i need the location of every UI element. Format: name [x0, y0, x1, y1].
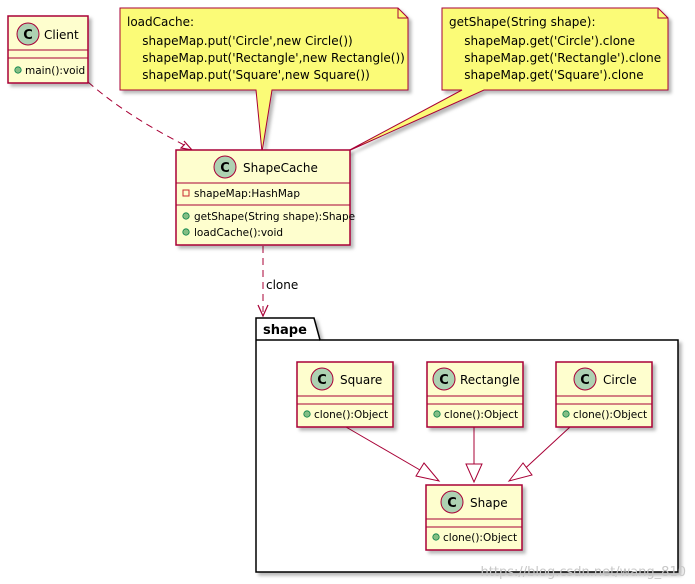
- note-load-cache-line-1: loadCache:: [127, 15, 194, 29]
- note-get-shape: getShape(String shape): shapeMap.get('Ci…: [345, 7, 669, 153]
- svg-text:C: C: [23, 28, 33, 43]
- class-stereotype-icon: C: [440, 490, 464, 514]
- class-client[interactable]: C Client main():void: [7, 15, 89, 84]
- note-load-cache: loadCache: shapeMap.put('Circle',new Cir…: [119, 7, 409, 153]
- method-shape-clone: clone():Object: [443, 532, 517, 544]
- note-get-shape-line-1: getShape(String shape):: [449, 15, 596, 29]
- public-method-icon: [562, 410, 570, 418]
- note-load-cache-line-3: shapeMap.put('Rectangle',new Rectangle()…: [127, 51, 405, 65]
- inheritance-square-to-shape: [345, 426, 441, 482]
- dependency-client-to-shapecache: [87, 81, 193, 151]
- class-stereotype-icon: C: [213, 155, 237, 179]
- note-get-shape-line-4: shapeMap.get('Square').clone: [449, 68, 644, 82]
- public-method-icon: [303, 410, 311, 418]
- dependency-shapecache-to-package: clone: [257, 246, 298, 318]
- method-getshape: getShape(String shape):Shape: [194, 211, 355, 223]
- class-name-shapecache: ShapeCache: [243, 161, 318, 175]
- class-shapecache[interactable]: C ShapeCache shapeMap:HashMap getShape(S…: [175, 149, 355, 246]
- method-client-main: main():void: [25, 65, 85, 77]
- note-get-shape-line-3: shapeMap.get('Rectangle').clone: [449, 51, 661, 65]
- package-label: shape: [263, 323, 307, 338]
- class-square[interactable]: C Square clone():Object: [296, 361, 394, 428]
- method-circle-clone: clone():Object: [573, 409, 647, 421]
- class-name-client: Client: [44, 28, 79, 42]
- watermark: https://blog.csdn.net/wang_810: [481, 565, 686, 580]
- class-circle[interactable]: C Circle clone():Object: [555, 361, 653, 428]
- class-stereotype-icon: C: [432, 367, 456, 391]
- class-stereotype-icon: C: [16, 22, 40, 46]
- public-method-icon: [432, 533, 440, 541]
- inheritance-rectangle-to-shape: [465, 427, 483, 484]
- public-method-icon: [182, 212, 190, 220]
- note-get-shape-line-2: shapeMap.get('Circle').clone: [449, 34, 635, 48]
- svg-text:C: C: [447, 496, 457, 511]
- class-name-square: Square: [340, 373, 382, 387]
- class-stereotype-icon: C: [310, 367, 334, 391]
- method-square-clone: clone():Object: [314, 409, 388, 421]
- class-name-shape: Shape: [470, 496, 508, 510]
- note-load-cache-line-4: shapeMap.put('Square',new Square()): [127, 68, 370, 82]
- svg-text:C: C: [317, 373, 327, 388]
- public-method-icon: [14, 66, 22, 74]
- svg-text:C: C: [220, 161, 230, 176]
- field-shapemap: shapeMap:HashMap: [194, 188, 300, 200]
- inheritance-circle-to-shape: [507, 426, 571, 482]
- note-load-cache-line-2: shapeMap.put('Circle',new Circle()): [127, 34, 353, 48]
- class-rectangle[interactable]: C Rectangle clone():Object: [426, 361, 524, 428]
- method-rectangle-clone: clone():Object: [444, 409, 518, 421]
- class-name-rectangle: Rectangle: [460, 373, 520, 387]
- public-method-icon: [433, 410, 441, 418]
- class-name-circle: Circle: [603, 373, 637, 387]
- public-method-icon: [182, 228, 190, 236]
- svg-text:C: C: [439, 373, 449, 388]
- svg-text:C: C: [580, 373, 590, 388]
- private-field-icon: [182, 189, 190, 197]
- class-shape[interactable]: C Shape clone():Object: [425, 484, 523, 551]
- clone-relation-label: clone: [266, 278, 298, 292]
- class-stereotype-icon: C: [573, 367, 597, 391]
- method-loadcache: loadCache():void: [194, 227, 283, 239]
